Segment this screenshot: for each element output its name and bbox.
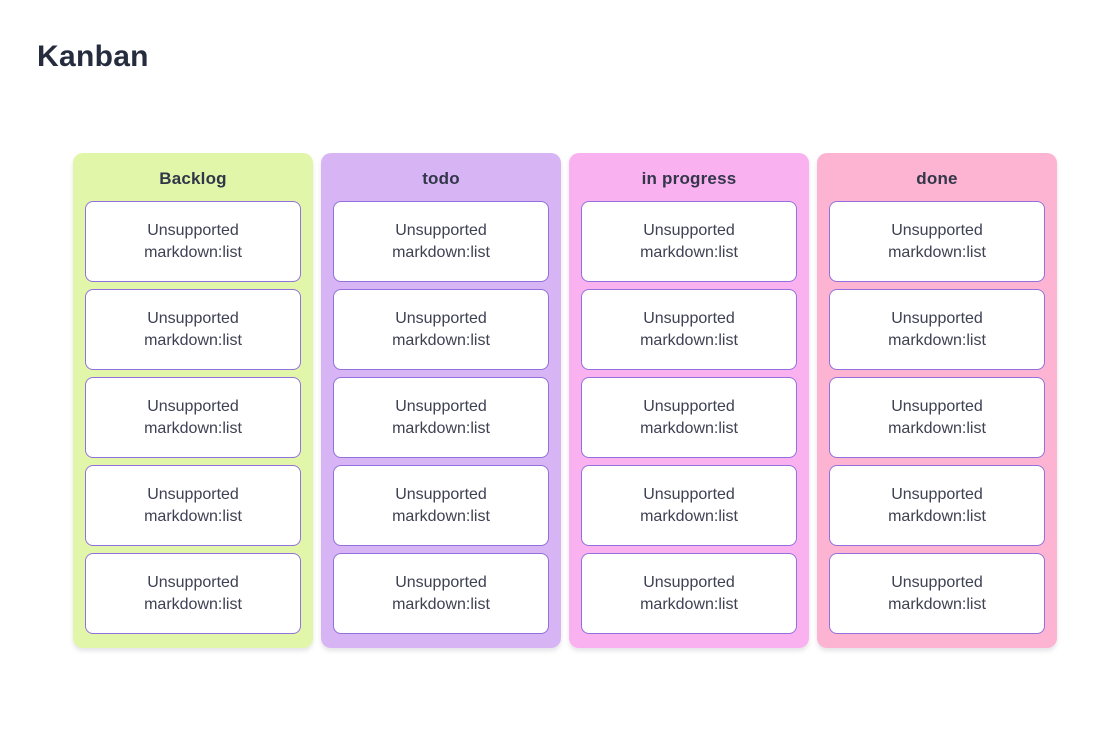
kanban-column-done: done Unsupported markdown:list Unsupport…: [817, 153, 1057, 648]
card-text-line: markdown:list: [640, 243, 738, 261]
card-text-line: Unsupported: [395, 221, 487, 239]
card-text-line: markdown:list: [888, 419, 986, 437]
kanban-card: Unsupported markdown:list: [85, 377, 301, 458]
card-text-line: markdown:list: [392, 595, 490, 613]
card-text-line: Unsupported: [147, 221, 239, 239]
card-text-line: markdown:list: [144, 419, 242, 437]
card-text-line: markdown:list: [888, 243, 986, 261]
kanban-card: Unsupported markdown:list: [333, 553, 549, 634]
kanban-card: Unsupported markdown:list: [829, 289, 1045, 370]
card-text-line: markdown:list: [392, 243, 490, 261]
card-text-line: markdown:list: [640, 419, 738, 437]
card-text-line: markdown:list: [392, 507, 490, 525]
card-text-line: Unsupported: [147, 309, 239, 327]
card-text-line: Unsupported: [395, 485, 487, 503]
kanban-board: Backlog Unsupported markdown:list Unsupp…: [73, 153, 1057, 648]
kanban-card: Unsupported markdown:list: [829, 377, 1045, 458]
card-text-line: Unsupported: [147, 397, 239, 415]
kanban-card: Unsupported markdown:list: [85, 201, 301, 282]
column-title-in-progress: in progress: [641, 169, 737, 188]
card-text-line: Unsupported: [643, 573, 735, 591]
kanban-card: Unsupported markdown:list: [333, 201, 549, 282]
column-title-done: done: [916, 169, 958, 188]
card-text-line: Unsupported: [891, 221, 983, 239]
kanban-card: Unsupported markdown:list: [829, 201, 1045, 282]
kanban-card: Unsupported markdown:list: [333, 465, 549, 546]
kanban-card: Unsupported markdown:list: [829, 553, 1045, 634]
kanban-card: Unsupported markdown:list: [85, 465, 301, 546]
kanban-card: Unsupported markdown:list: [333, 377, 549, 458]
card-text-line: markdown:list: [144, 243, 242, 261]
card-text-line: Unsupported: [643, 221, 735, 239]
column-title-todo: todo: [422, 169, 460, 188]
card-text-line: Unsupported: [891, 573, 983, 591]
card-text-line: Unsupported: [643, 485, 735, 503]
card-text-line: markdown:list: [144, 331, 242, 349]
card-text-line: Unsupported: [891, 309, 983, 327]
kanban-card: Unsupported markdown:list: [581, 201, 797, 282]
card-text-line: Unsupported: [395, 397, 487, 415]
column-title-backlog: Backlog: [159, 169, 227, 188]
kanban-card: Unsupported markdown:list: [829, 465, 1045, 546]
card-text-line: Unsupported: [395, 309, 487, 327]
card-text-line: Unsupported: [891, 485, 983, 503]
kanban-card: Unsupported markdown:list: [581, 377, 797, 458]
card-text-line: Unsupported: [147, 485, 239, 503]
card-text-line: Unsupported: [147, 573, 239, 591]
card-text-line: markdown:list: [640, 507, 738, 525]
card-text-line: Unsupported: [643, 309, 735, 327]
card-text-line: markdown:list: [640, 331, 738, 349]
page-title: Kanban: [37, 40, 149, 73]
kanban-card: Unsupported markdown:list: [581, 465, 797, 546]
card-text-line: markdown:list: [392, 419, 490, 437]
card-text-line: Unsupported: [395, 573, 487, 591]
card-text-line: markdown:list: [144, 507, 242, 525]
kanban-card: Unsupported markdown:list: [581, 289, 797, 370]
card-text-line: markdown:list: [888, 595, 986, 613]
card-text-line: markdown:list: [640, 595, 738, 613]
kanban-column-todo: todo Unsupported markdown:list Unsupport…: [321, 153, 561, 648]
kanban-column-in-progress: in progress Unsupported markdown:list Un…: [569, 153, 809, 648]
kanban-card: Unsupported markdown:list: [85, 289, 301, 370]
kanban-column-backlog: Backlog Unsupported markdown:list Unsupp…: [73, 153, 313, 648]
card-text-line: markdown:list: [144, 595, 242, 613]
kanban-card: Unsupported markdown:list: [85, 553, 301, 634]
kanban-card: Unsupported markdown:list: [581, 553, 797, 634]
card-text-line: markdown:list: [888, 331, 986, 349]
card-text-line: Unsupported: [891, 397, 983, 415]
card-text-line: markdown:list: [392, 331, 490, 349]
kanban-card: Unsupported markdown:list: [333, 289, 549, 370]
card-text-line: Unsupported: [643, 397, 735, 415]
card-text-line: markdown:list: [888, 507, 986, 525]
